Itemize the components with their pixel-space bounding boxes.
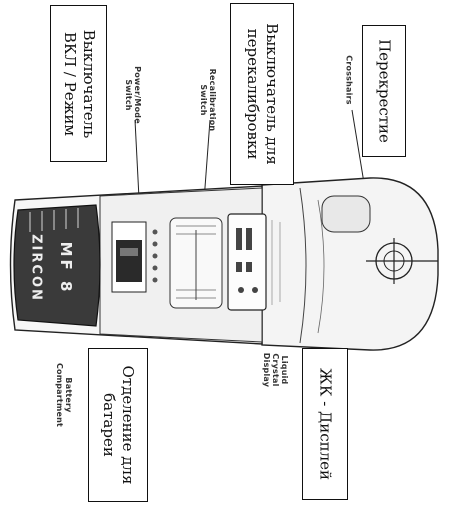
device-model-text: MF 8 xyxy=(57,241,75,295)
crosshairs-target xyxy=(366,238,438,284)
label-recalibration-switch: Recalibration Switch xyxy=(199,68,218,132)
label-power-mode-switch: Power/Mode Switch xyxy=(124,66,143,124)
device-brand-text: ZIRCON xyxy=(28,234,44,302)
callout-crosshairs-text: Перекрестие xyxy=(375,39,394,143)
callout-lcd-text: ЖК - Дисплей xyxy=(316,367,335,481)
label-battery-compartment: Battery Compartment xyxy=(55,362,74,428)
callout-power-mode-text: Выключатель ВКЛ / Режим xyxy=(60,29,98,138)
callout-recalibration-switch: Выключатель для перекалибровки xyxy=(230,3,294,185)
callout-lcd-display: ЖК - Дисплей xyxy=(302,348,348,500)
callout-recalibration-text: Выключатель для перекалибровки xyxy=(244,23,281,165)
label-crosshairs: Crosshairs xyxy=(344,55,354,105)
sensor-pad xyxy=(321,195,371,233)
battery-compartment xyxy=(13,204,101,327)
device-head-outline xyxy=(261,177,439,351)
callout-crosshairs: Перекрестие xyxy=(362,25,406,157)
callout-power-mode-switch: Выключатель ВКЛ / Режим xyxy=(50,5,107,162)
label-liquid-crystal-display: Liquid Crystal Display xyxy=(261,352,289,388)
callout-battery-text: Отделение для батареи xyxy=(100,365,137,485)
callout-battery-compartment: Отделение для батареи xyxy=(88,348,148,502)
